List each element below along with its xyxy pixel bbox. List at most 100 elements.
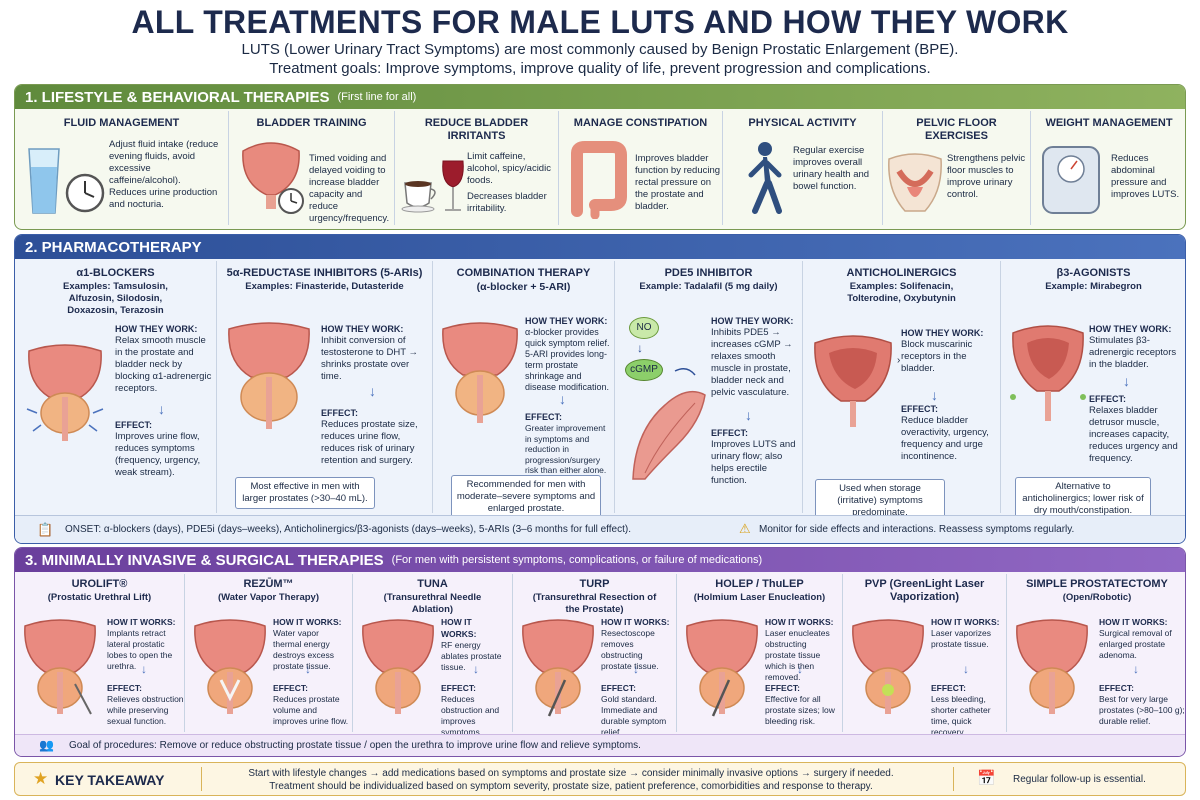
bladder-icon [814, 335, 892, 427]
effect-text: Greater improvement in symptoms and redu… [525, 423, 607, 475]
effect-label: EFFECT: [525, 412, 562, 422]
card-title: WEIGHT MANAGEMENT [1045, 117, 1173, 129]
card-weight-management: WEIGHT MANAGEMENT Reduces abdominal pres… [1031, 111, 1185, 225]
effect-text: Relieves obstruction while preserving se… [107, 694, 184, 726]
bladder-clock-icon [242, 142, 304, 214]
card-examples: Example: Tadalafil (5 mg daily) [639, 281, 778, 292]
effect-text: Reduce bladder overactivity, urgency, fr… [901, 415, 989, 462]
effect-text: Reduces prostate size, reduces urine flo… [321, 419, 418, 466]
effect-text: Less bleeding, shorter catheter time, qu… [931, 694, 991, 737]
prostate-bladder-icon [26, 344, 104, 441]
card-title: PDE5 INHIBITOR [664, 267, 753, 279]
how-label: HOW THEY WORK: [525, 316, 608, 326]
subtitle-line-2: Treatment goals: Improve symptoms, impro… [269, 60, 931, 77]
card-examples: Examples: Finasteride, Dutasteride [245, 281, 404, 292]
card-how: HOW IT WORKS:Laser enucleates obstructin… [765, 616, 839, 683]
how-label: HOW IT WORKS: [441, 617, 477, 639]
card-text: Timed voiding and delayed voiding to inc… [309, 153, 390, 224]
effect-text: Reduces prostate volume and improves uri… [273, 694, 349, 726]
lifestyle-section: 1. LIFESTYLE & BEHAVIORAL THERAPIES (Fir… [14, 84, 1186, 230]
how-label: HOW IT WORKS: [273, 617, 342, 627]
down-arrow-icon: ↓ [1123, 373, 1130, 389]
takeaway-line-2: Treatment should be individualized based… [269, 781, 873, 792]
how-text: RF energy ablates prostate tissue. [441, 640, 502, 672]
card-how: HOW THEY WORK: Relax smooth muscle in th… [115, 323, 215, 395]
card-examples: Examples: Solifenacin, Tolterodine, Oxyb… [847, 281, 956, 304]
how-text: Stimulates β3-adrenergic receptors in th… [1089, 335, 1177, 370]
card-effect: EFFECT:Less bleeding, shorter catheter t… [931, 682, 1003, 738]
effect-label: EFFECT: [1089, 394, 1126, 404]
effect-text: Gold standard. Immediate and durable sym… [601, 694, 667, 737]
prostate-procedure-icon [522, 619, 594, 717]
card-how: HOW IT WORKS:Implants retract lateral pr… [107, 616, 185, 672]
effect-text: Effective for all prostate sizes; low bl… [765, 694, 835, 726]
pelvis-icon [888, 153, 942, 212]
effect-label: EFFECT: [711, 428, 748, 438]
card-effect: EFFECT: Improves urine flow, reduces sym… [115, 419, 215, 479]
card-title: BLADDER TRAINING [256, 117, 367, 129]
card-effect: EFFECT:Reduces obstruction and improves … [441, 682, 509, 738]
how-text: Inhibits PDE5 → increases cGMP → relaxes… [711, 327, 793, 398]
page-title: ALL TREATMENTS FOR MALE LUTS AND HOW THE… [131, 4, 1069, 40]
pharmacotherapy-section: 2. PHARMACOTHERAPY α1-BLOCKERS Examples:… [14, 234, 1186, 544]
card-effect: EFFECT: Greater improvement in symptoms … [525, 411, 613, 476]
how-text: Laser vaporizes prostate tissue. [931, 628, 992, 649]
card-title: PVP (GreenLight Laser Vaporization) [864, 578, 985, 603]
prostate-bladder-icon [442, 322, 518, 423]
card-fluid-management: FLUID MANAGEMENT Adjust fluid intake (re… [15, 111, 229, 225]
card-title: SIMPLE PROSTATECTOMY [1026, 578, 1168, 590]
card-urolift: UROLIFT®(Prostatic Urethral Lift)HOW IT … [15, 574, 185, 732]
bladder-icon [1010, 325, 1086, 421]
surgical-heading: 3. MINIMALLY INVASIVE & SURGICAL THERAPI… [15, 548, 1185, 572]
how-text: α-blocker provides quick symptom relief.… [525, 327, 610, 392]
effect-label: EFFECT: [1099, 683, 1134, 693]
card-how: HOW THEY WORK: Inhibits PDE5 → increases… [711, 315, 801, 399]
card-alpha-blockers: α1-BLOCKERS Examples: Tamsulosin, Alfuzo… [15, 261, 217, 513]
down-arrow-icon: ↓ [633, 662, 639, 676]
card-title: ANTICHOLINERGICS [846, 267, 957, 279]
how-label: HOW THEY WORK: [115, 324, 198, 334]
card-how: HOW THEY WORK: Inhibit conversion of tes… [321, 323, 429, 383]
card-subtitle: (Holmium Laser Enucleation) [693, 592, 826, 603]
pharma-footer: 📋 ONSET: α-blockers (days), PDE5i (days–… [15, 515, 1185, 543]
down-arrow-icon: ↓ [473, 662, 479, 676]
card-manage-constipation: MANAGE CONSTIPATION Improves bladder fun… [559, 111, 723, 225]
card-note: Recommended for men with moderate–severe… [451, 475, 601, 519]
effect-text: Relaxes bladder detrusor muscle, increas… [1089, 405, 1178, 464]
effect-text: Best for very large prostates (>80–100 g… [1099, 694, 1185, 726]
card-title: α1-BLOCKERS [76, 267, 155, 279]
card-effect: EFFECT:Best for very large prostates (>8… [1099, 682, 1185, 727]
how-text: Inhibit conversion of testosterone to DH… [321, 335, 418, 382]
right-arrow-icon: › [897, 355, 901, 366]
how-text: Water vapor thermal energy destroys exce… [273, 628, 334, 671]
card-how: HOW IT WORKS:Laser vaporizes prostate ti… [931, 616, 1003, 650]
lifestyle-heading: 1. LIFESTYLE & BEHAVIORAL THERAPIES (Fir… [15, 85, 1185, 109]
card-how: HOW IT WORKS:Resectoscope removes obstru… [601, 616, 673, 672]
card-effect: EFFECT: Relaxes bladder detrusor muscle,… [1089, 393, 1185, 465]
card-effect: EFFECT:Effective for all prostate sizes;… [765, 682, 839, 727]
effect-label: EFFECT: [931, 683, 966, 693]
prostate-procedure-icon [686, 619, 758, 717]
how-label: HOW THEY WORK: [1089, 324, 1172, 334]
effect-label: EFFECT: [273, 683, 308, 693]
card-text: Reduces abdominal pressure and improves … [1111, 153, 1180, 200]
card-subtitle: (Water Vapor Therapy) [217, 592, 319, 603]
down-arrow-icon: ↓ [141, 662, 147, 676]
takeaway-divider [201, 767, 202, 791]
effect-label: EFFECT: [107, 683, 142, 693]
card-effect: EFFECT: Reduces prostate size, reduces u… [321, 407, 429, 467]
card-text-2: Reduces urine production and nocturia. [109, 187, 218, 210]
card-effect: EFFECT: Reduce bladder overactivity, urg… [901, 403, 997, 463]
how-label: HOW THEY WORK: [321, 324, 404, 334]
card-beta3-agonists: β3-AGONISTS Example: Mirabegron HOW THEY… [1001, 261, 1185, 521]
clipboard-icon: 📋 [37, 522, 54, 537]
down-arrow-icon: ↓ [158, 401, 165, 417]
effect-text: Improves urine flow, reduces symptoms (f… [115, 431, 201, 478]
goal-text: Goal of procedures: Remove or reduce obs… [69, 740, 641, 751]
pharma-heading: 2. PHARMACOTHERAPY [15, 235, 1185, 259]
cgmp-molecule-bubble: cGMP [625, 359, 663, 381]
card-title: UROLIFT® [71, 578, 128, 590]
effect-label: EFFECT: [441, 683, 476, 693]
card-simple-prostatectomy: SIMPLE PROSTATECTOMY(Open/Robotic)HOW IT… [1007, 574, 1185, 732]
card-bladder-training: BLADDER TRAINING Timed voiding and delay… [229, 111, 395, 225]
